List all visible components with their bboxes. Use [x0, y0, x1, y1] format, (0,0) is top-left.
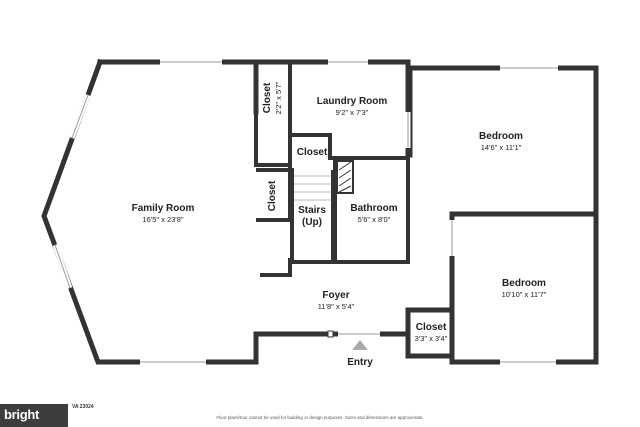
bedroom-top-dim: 14'6" x 11'1": [481, 143, 522, 152]
entry-label: Entry: [347, 357, 373, 368]
bedroom-top-outline: [407, 65, 599, 365]
bathroom-dim: 5'6" x 8'0": [358, 215, 391, 224]
closet-bottom-label: Closet: [416, 322, 447, 333]
closet-left-label: Closet: [267, 180, 278, 211]
family-room-label: Family Room: [132, 203, 195, 214]
stairs-label: Stairs: [298, 205, 326, 216]
bottom-closet-outline: [405, 307, 455, 359]
stairs-note: (Up): [302, 217, 322, 228]
bathroom-label: Bathroom: [350, 203, 397, 214]
closet-middle-label: Closet: [297, 147, 328, 158]
closet-vertical-label: Closet: [262, 82, 273, 113]
stair-treads: [294, 175, 331, 201]
bedroom-bottom-label: Bedroom: [502, 278, 546, 289]
foyer-label: Foyer: [322, 290, 349, 301]
entry-marker: [327, 330, 368, 350]
laundry-room-dim: 9'2" x 7'3": [336, 108, 369, 117]
listing-code: VA 23024: [72, 404, 94, 410]
interior-walls: [254, 60, 410, 277]
bright-logo: bright: [0, 404, 68, 427]
foyer-dim: 11'8" x 5'4": [318, 302, 355, 311]
laundry-room-label: Laundry Room: [317, 96, 388, 107]
bedroom-bottom-dim: 10'10" x 11'7": [502, 290, 547, 299]
family-room-dim: 16'5" x 23'8": [142, 215, 183, 224]
logo-text: bright: [4, 407, 40, 422]
closet-vertical-dim: 2'2" x 5'7": [274, 81, 283, 114]
bedroom-top-label: Bedroom: [479, 131, 523, 142]
disclaimer-text: Floor plans/tour cannot be used for buil…: [216, 415, 423, 420]
closet-bottom-dim: 3'3" x 3'4": [415, 334, 448, 343]
bathroom-hatch: [336, 160, 354, 194]
windows: [52, 59, 558, 365]
